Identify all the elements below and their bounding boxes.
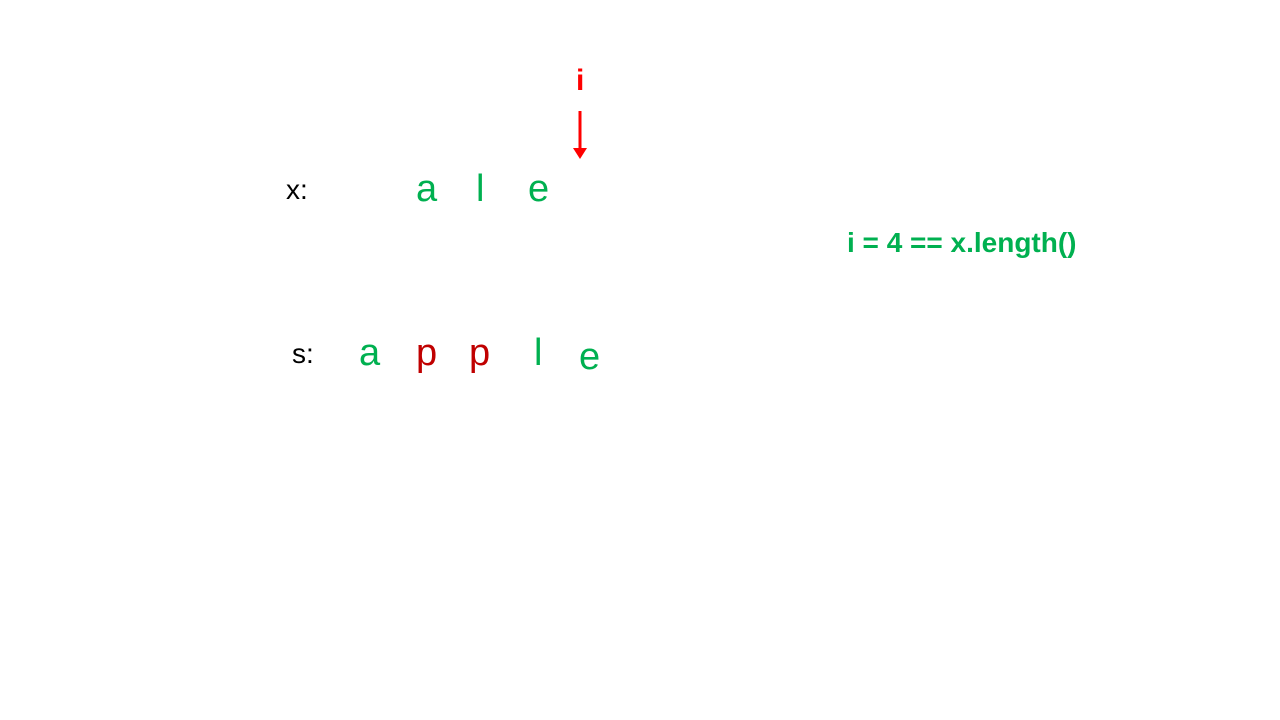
pointer-label: i [576,64,585,97]
x-char: a [416,168,438,210]
x-char: l [476,168,485,210]
s-char: l [534,332,543,374]
s-row-label: s: [292,338,314,369]
s-char: e [579,336,601,378]
s-char: p [469,332,491,374]
x-row-label: x: [286,174,308,205]
down-arrow-icon [573,111,587,159]
x-char: e [528,168,550,210]
condition-text: i = 4 == x.length() [847,227,1077,258]
s-char: a [359,332,381,374]
s-char: p [416,332,438,374]
